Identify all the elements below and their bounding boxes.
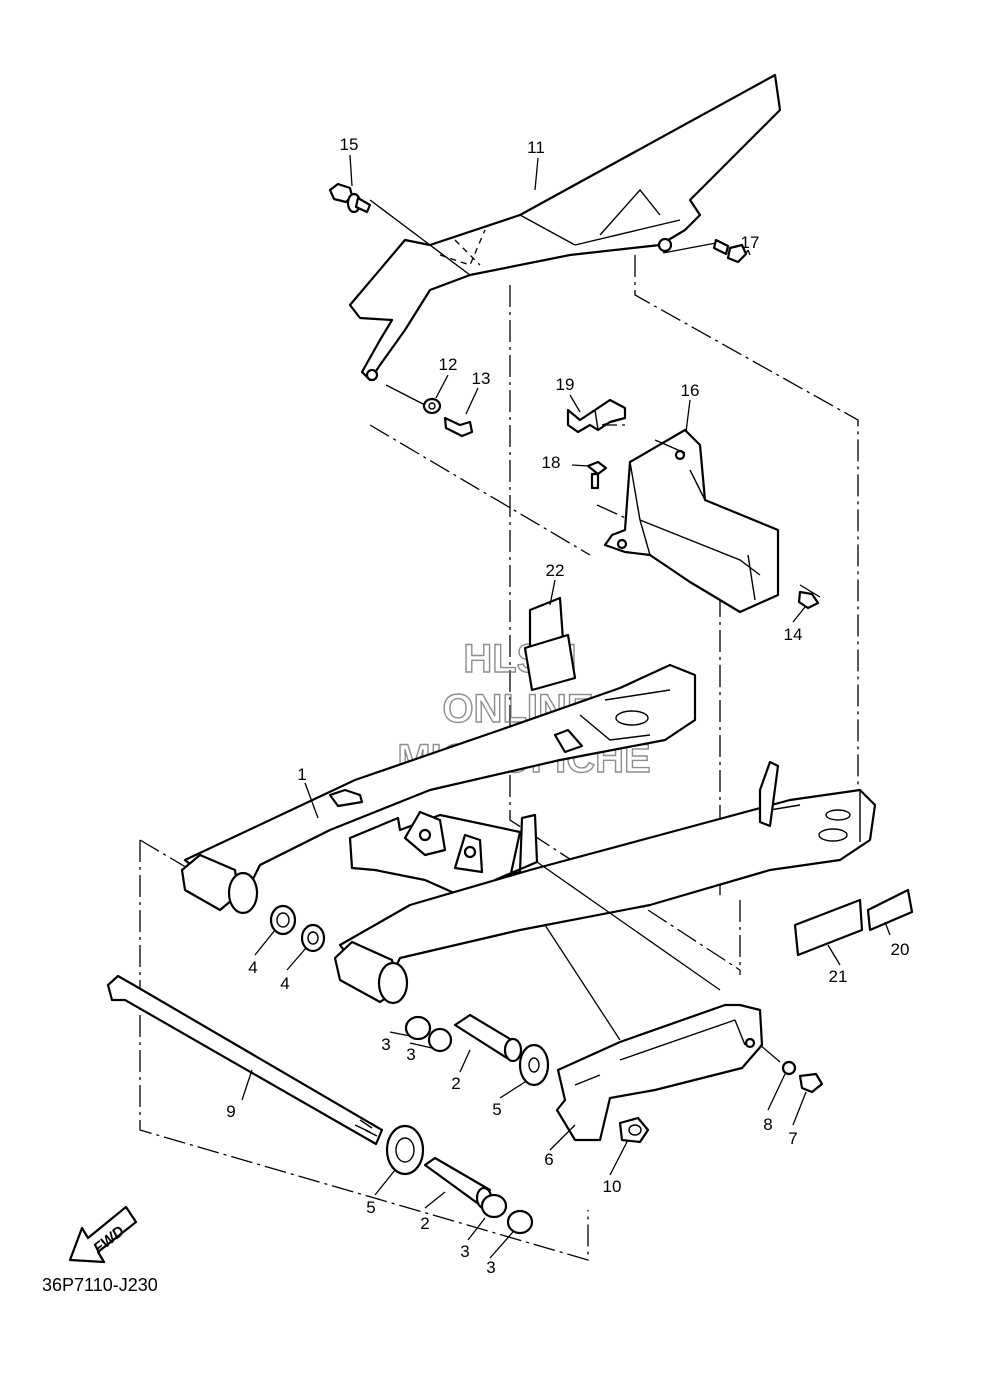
callout-2a: 2 bbox=[451, 1074, 460, 1093]
leader-lines bbox=[241, 154, 891, 1259]
callout-21: 21 bbox=[829, 967, 848, 986]
fasteners bbox=[328, 182, 824, 1144]
chain-slider bbox=[555, 1003, 764, 1142]
callout-7: 7 bbox=[788, 1129, 797, 1148]
callout-10: 10 bbox=[603, 1177, 622, 1196]
callout-14: 14 bbox=[784, 625, 803, 644]
callout-3a: 3 bbox=[381, 1035, 390, 1054]
chain-case bbox=[348, 73, 782, 382]
callout-12: 12 bbox=[439, 355, 458, 374]
labels bbox=[793, 888, 914, 957]
callout-13: 13 bbox=[472, 369, 491, 388]
pivot-shaft bbox=[106, 974, 384, 1146]
callout-5b: 5 bbox=[366, 1198, 375, 1217]
callout-1: 1 bbox=[297, 765, 306, 784]
callout-2b: 2 bbox=[420, 1214, 429, 1233]
callout-20: 20 bbox=[891, 940, 910, 959]
callout-18: 18 bbox=[542, 453, 561, 472]
callouts: 15 11 17 12 13 19 16 18 22 14 1 4 4 3 3 … bbox=[226, 135, 909, 1277]
callout-11: 11 bbox=[527, 138, 545, 157]
bushings bbox=[269, 904, 550, 1235]
callout-3c: 3 bbox=[460, 1242, 469, 1261]
callout-3b: 3 bbox=[406, 1045, 415, 1064]
callout-4b: 4 bbox=[280, 974, 289, 993]
callout-19: 19 bbox=[556, 375, 575, 394]
callout-17: 17 bbox=[741, 233, 760, 252]
diagram-code: 36P7110-J230 bbox=[42, 1275, 158, 1295]
fwd-arrow-icon: FWD bbox=[68, 1205, 138, 1264]
callout-16: 16 bbox=[681, 381, 700, 400]
callout-5a: 5 bbox=[492, 1100, 501, 1119]
callout-3d: 3 bbox=[486, 1258, 495, 1277]
callout-4a: 4 bbox=[248, 958, 257, 977]
callout-6: 6 bbox=[544, 1150, 553, 1169]
callout-9: 9 bbox=[226, 1102, 235, 1121]
swingarm bbox=[180, 663, 877, 1005]
callout-8: 8 bbox=[763, 1115, 772, 1134]
callout-22: 22 bbox=[546, 561, 565, 580]
callout-15: 15 bbox=[340, 135, 359, 154]
plate bbox=[523, 596, 577, 692]
bracket-cover bbox=[566, 398, 780, 614]
